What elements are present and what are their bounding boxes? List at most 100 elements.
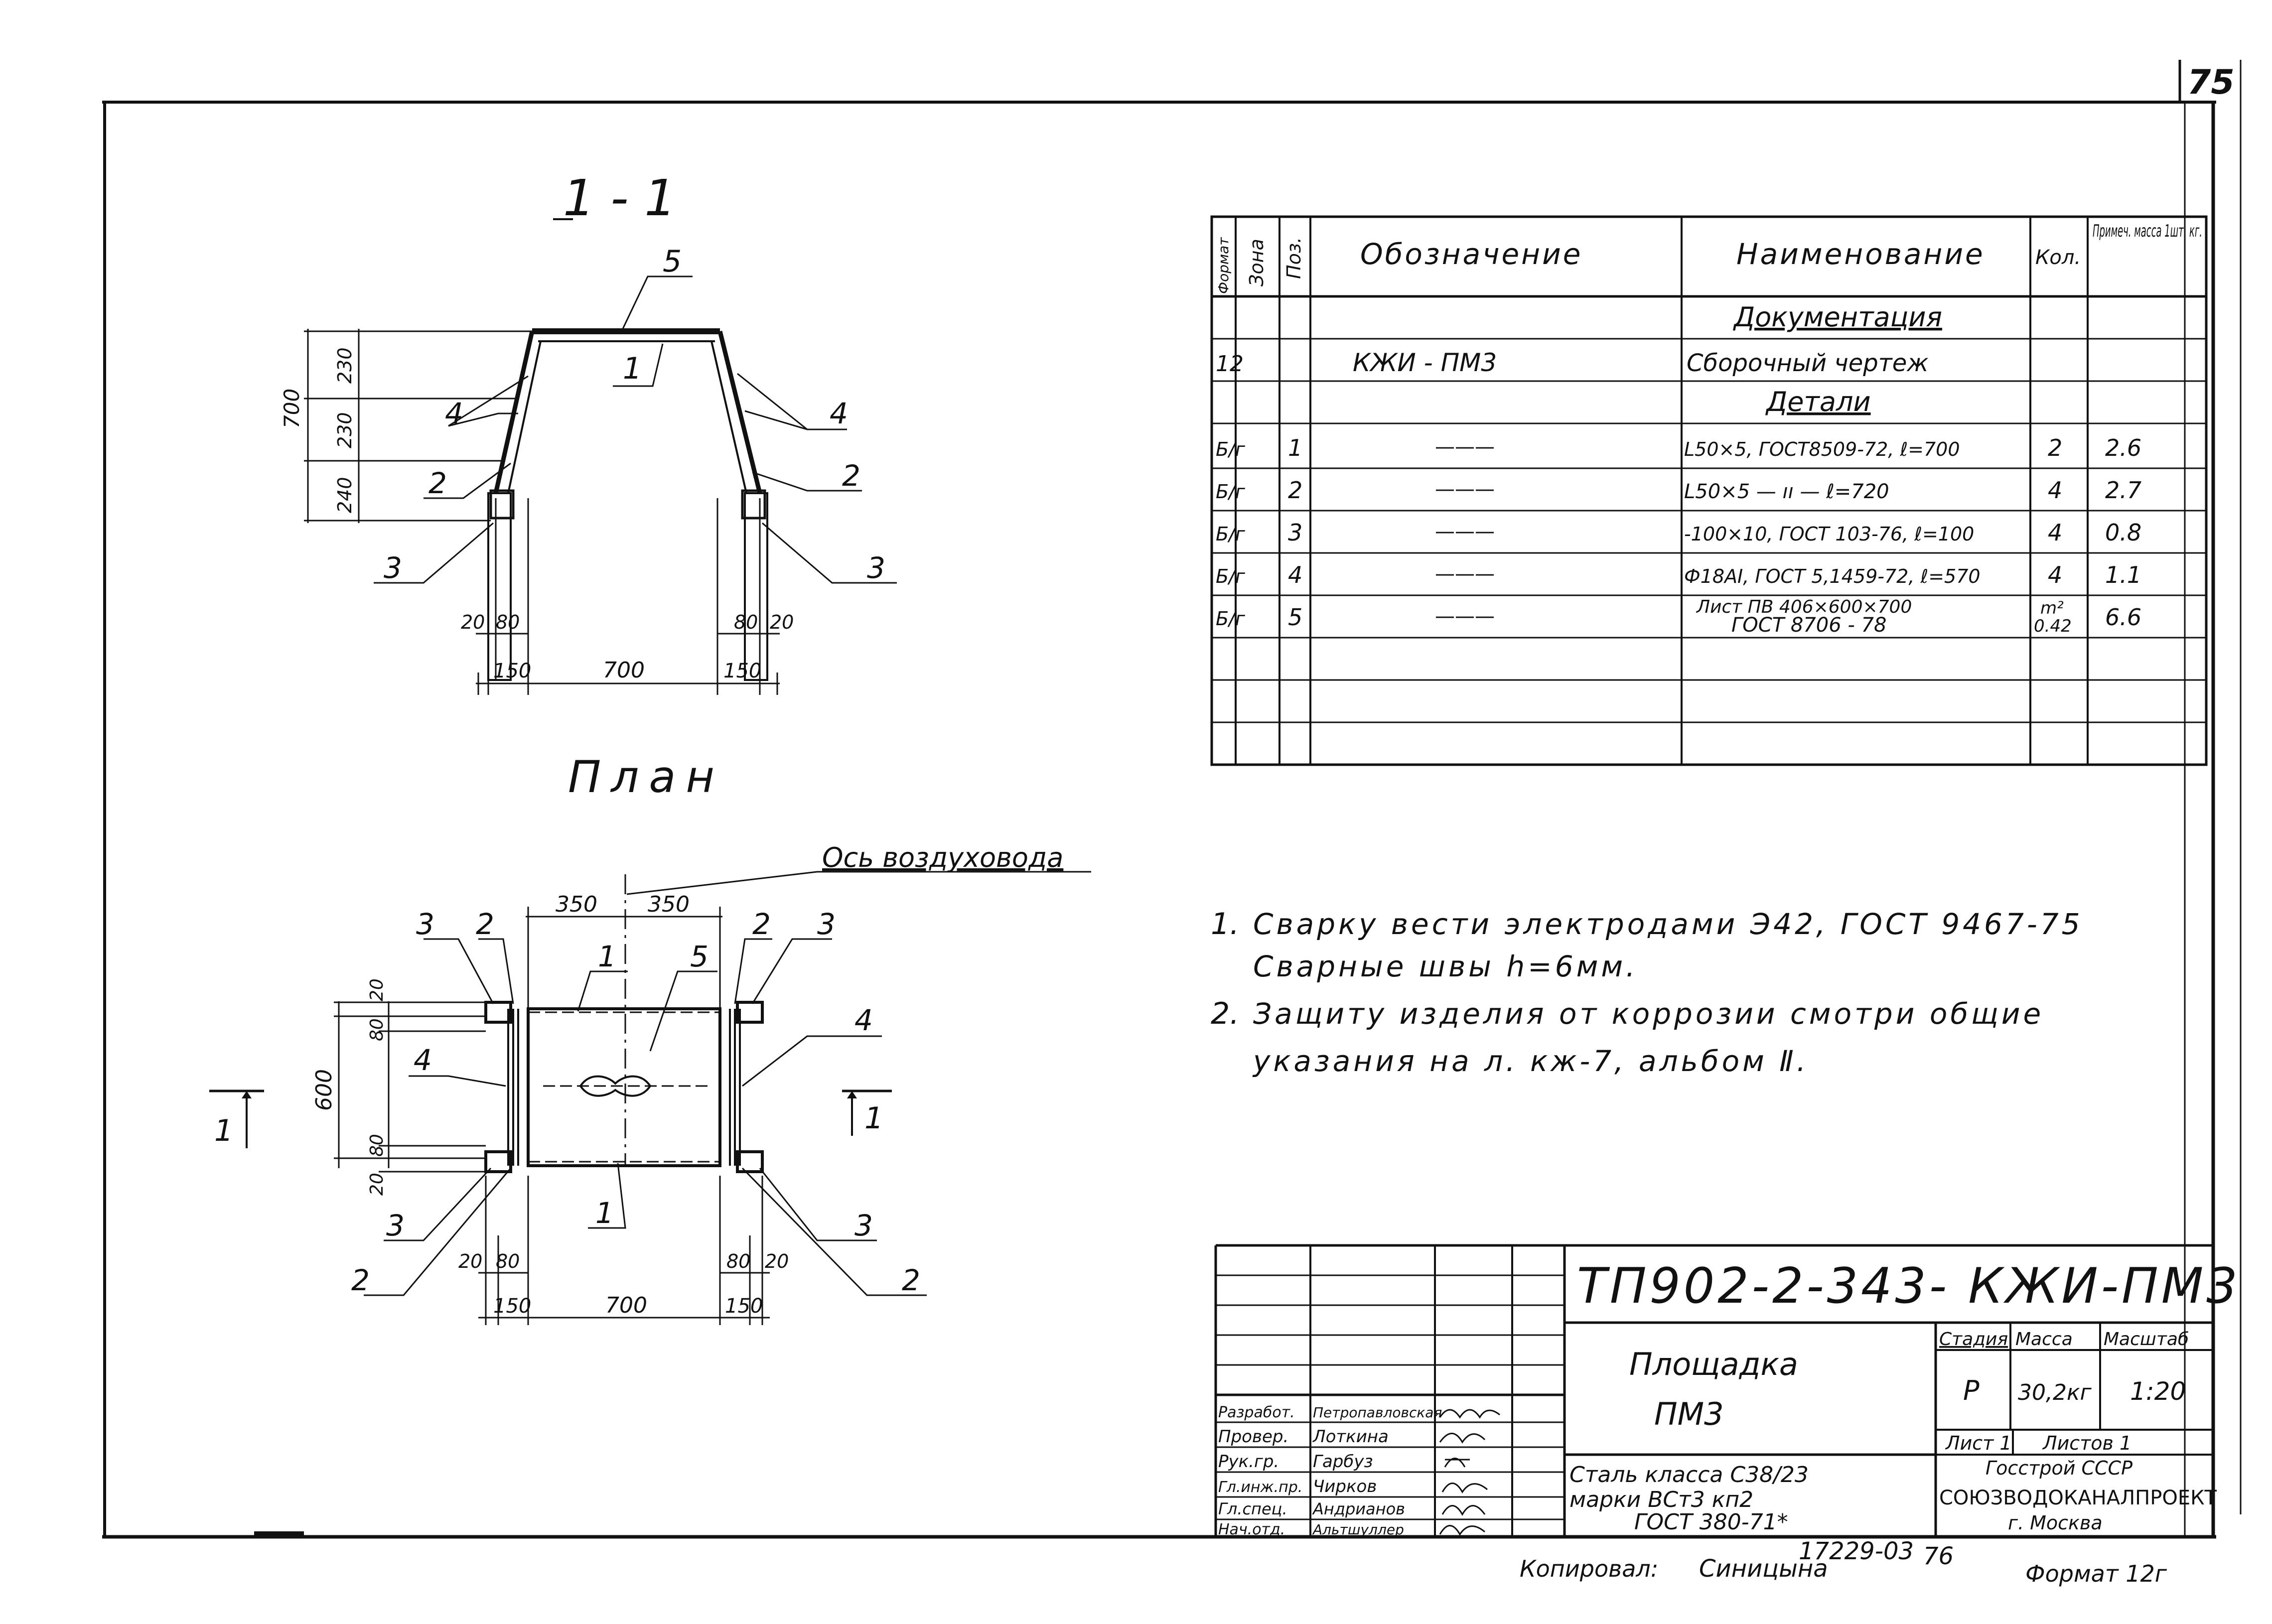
header-designation: Обозначение [1360, 237, 1582, 271]
doc-row-pos: 12 [1216, 351, 1244, 377]
tb-org-1: Госстрой СССР [1986, 1457, 2132, 1479]
header-note: Примеч. масса 1шт. кг. [2093, 221, 2202, 241]
row5-pos: 5 [1288, 604, 1302, 631]
dim-150-right: 150 [723, 660, 761, 682]
plan-mark-4-left: 4 [414, 1043, 432, 1077]
row2-name: L50×5 — ıı — ℓ=720 [1684, 480, 1889, 503]
plan-mark-1-top: 1 [598, 940, 616, 973]
tb-person-3-name: Гарбуз [1313, 1452, 1373, 1472]
dim-80-right: 80 [734, 611, 758, 633]
header-name: Наименование [1736, 237, 1985, 271]
row1-dash: ——— [1435, 435, 1495, 458]
dim-700-horizontal: 700 [603, 658, 645, 683]
dim-240-bottom: 240 [334, 477, 356, 513]
mark-1: 1 [623, 351, 642, 386]
header-format: Формат [1215, 237, 1232, 294]
section-1-1-title: 1 - 1 [563, 169, 676, 227]
row3-dash: ——— [1435, 520, 1495, 543]
header-note-text: Примеч. масса 1шт. кг. [2093, 221, 2202, 241]
tb-material-3: ГОСТ 380-71* [1634, 1509, 1788, 1535]
tb-person-2-name: Лоткина [1312, 1427, 1389, 1447]
tb-item-title-2: ПМ3 [1654, 1396, 1724, 1432]
note2-line2: указания на л. кж-7, альбом Ⅱ. [1252, 1044, 1809, 1078]
dim-700-vertical: 700 [280, 389, 304, 428]
title-block: Разработ. Петропавловская Провер. Лоткин… [1214, 1244, 2238, 1538]
note1-line2: Сварные швы h=6мм. [1253, 949, 1638, 983]
header-qty: Кол. [2035, 246, 2081, 269]
tb-person-5-role: Гл.спец. [1218, 1499, 1287, 1518]
dim-20-plan-right: 20 [765, 1250, 789, 1272]
dim-150-plan-left: 150 [493, 1295, 531, 1318]
row4-name: Ф18АⅠ, ГОСТ 5,1459-72, ℓ=570 [1684, 565, 1981, 587]
plan-mark-3-tr: 3 [817, 907, 836, 941]
archive-no: 17229-03 [1799, 1537, 1914, 1565]
row5-qty2: 0.42 [2034, 616, 2072, 636]
row3-pos: 3 [1288, 519, 1302, 546]
tb-person-2-role: Провер. [1218, 1427, 1288, 1447]
note2-line1: Защиту изделия от коррозии смотри общие [1253, 997, 2044, 1031]
row5-format: Б/г [1216, 608, 1246, 630]
tb-person-1-role: Разработ. [1218, 1404, 1295, 1421]
copied-label: Копировал: [1520, 1555, 1658, 1582]
signature-1-icon [1439, 1409, 1500, 1419]
plan-mark-1-bottom: 1 [595, 1196, 614, 1230]
mark-4-left: 4 [445, 397, 463, 430]
axis-label: Ось воздуховода [822, 842, 1063, 873]
header-pos: Поз. [1283, 237, 1305, 279]
doc-row-name: Сборочный чертеж [1687, 349, 1929, 377]
row3-qty: 4 [2048, 519, 2062, 546]
mark-2-right: 2 [842, 459, 860, 493]
signature-3-icon [1444, 1458, 1470, 1468]
sheet-number: 75 [2187, 63, 2235, 102]
signature-4-icon [1441, 1483, 1488, 1493]
dim-20-right: 20 [770, 611, 794, 633]
row4-format: Б/г [1216, 565, 1246, 587]
dim-350-right: 350 [648, 892, 690, 917]
row5-qty: m² [2040, 598, 2064, 618]
dim-20-left: 20 [461, 611, 485, 633]
row5-dash: ——— [1435, 605, 1495, 628]
dim-230-mid: 230 [334, 412, 356, 448]
mark-3-left: 3 [384, 551, 402, 585]
dim-20-plan-bottom: 20 [367, 1173, 387, 1196]
doc-row-designation: КЖИ - ПМ3 [1353, 348, 1497, 377]
plan-title: План [568, 751, 724, 803]
signature-2-icon [1439, 1433, 1486, 1444]
row2-qty: 4 [2048, 477, 2062, 504]
tb-person-1-name: Петропавловская [1313, 1404, 1442, 1421]
section-documents: Документация [1733, 301, 1942, 333]
dim-80-plan-left: 80 [496, 1250, 520, 1272]
section-mark-right: 1 [864, 1101, 883, 1136]
copy-stamp: Копировал: Синицына 17229-03 76 Формат 1… [1520, 1537, 2167, 1587]
section-1-1-view: 1 - 1 700 230 230 240 [280, 169, 897, 695]
archive-sheet: 76 [1923, 1542, 1954, 1570]
row1-format: Б/г [1216, 438, 1246, 460]
tb-item-title-1: Площадка [1629, 1346, 1798, 1382]
plan-mark-2-tr: 2 [752, 907, 771, 941]
row1-mass: 2.6 [2105, 434, 2141, 461]
mark-5: 5 [663, 244, 682, 279]
notes: 1. Сварку вести электродами Э42, ГОСТ 94… [1211, 907, 2080, 1078]
dim-230-top: 230 [334, 347, 356, 384]
mark-3-right: 3 [867, 551, 885, 585]
tb-person-4-name: Чирков [1313, 1477, 1377, 1496]
row5-name2: ГОСТ 8706 - 78 [1731, 614, 1886, 637]
row4-pos: 4 [1288, 561, 1302, 588]
section-mark-left: 1 [214, 1113, 233, 1148]
row4-mass: 1.1 [2105, 561, 2141, 588]
signature-6-icon [1439, 1525, 1485, 1536]
tb-scale-label: Масштаб [2104, 1329, 2189, 1350]
dim-80-plan-bottom: 80 [367, 1134, 387, 1157]
tb-material-1: Сталь класса С38/23 [1569, 1462, 1809, 1488]
dim-20-plan-left: 20 [458, 1250, 482, 1272]
tb-stage: Р [1963, 1375, 1980, 1406]
plan-mark-4-right: 4 [854, 1003, 873, 1037]
row5-mass: 6.6 [2105, 604, 2141, 631]
row4-qty: 4 [2048, 561, 2062, 588]
plan-mark-3-bl: 3 [386, 1209, 405, 1242]
note2-num: 2. [1211, 996, 1239, 1031]
dim-350-left: 350 [556, 892, 597, 917]
plan-mark-2-tl: 2 [476, 907, 494, 941]
plan-mark-2-br: 2 [902, 1263, 920, 1297]
row2-format: Б/г [1216, 481, 1246, 503]
